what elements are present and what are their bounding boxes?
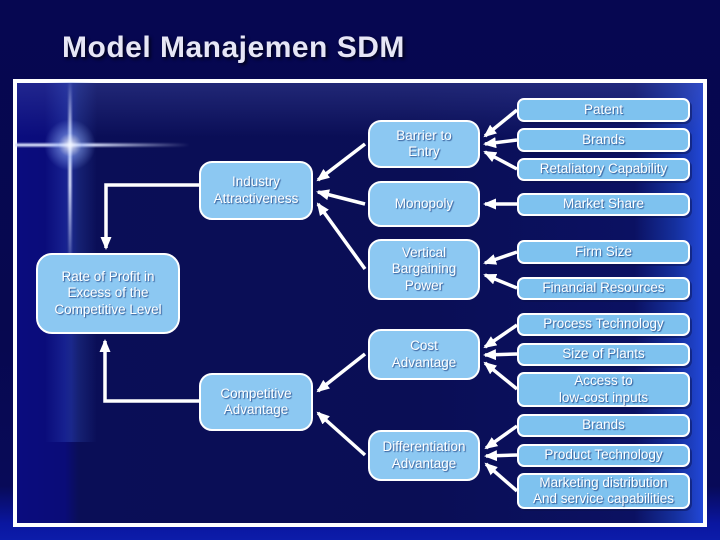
node-firm-size: Firm Size <box>517 240 690 264</box>
light-flare-glow <box>44 119 96 171</box>
node-brands-differentiation: Brands <box>517 414 690 437</box>
node-financial-resources: Financial Resources <box>517 277 690 300</box>
node-barrier-to-entry: Barrier to Entry <box>368 120 480 168</box>
node-product-technology: Product Technology <box>517 444 690 467</box>
light-flare-vertical-beam <box>67 78 73 273</box>
node-size-of-plants: Size of Plants <box>517 343 690 366</box>
node-competitive-advantage: Competitive Advantage <box>199 373 313 431</box>
node-retaliatory-capability: Retaliatory Capability <box>517 158 690 181</box>
node-marketing-distribution: Marketing distribution And service capab… <box>517 473 690 509</box>
node-industry-attractiveness: Industry Attractiveness <box>199 161 313 220</box>
node-market-share: Market Share <box>517 193 690 216</box>
node-vertical-bargaining-power: Vertical Bargaining Power <box>368 239 480 300</box>
node-monopoly: Monopoly <box>368 181 480 227</box>
light-flare-horizontal-beam <box>15 142 190 148</box>
node-brands-entry: Brands <box>517 128 690 152</box>
node-rate-of-profit: Rate of Profit in Excess of the Competit… <box>36 253 180 334</box>
node-access-to-low-cost-inputs: Access to low-cost inputs <box>517 372 690 407</box>
page-title: Model Manajemen SDM <box>62 31 405 64</box>
node-patent: Patent <box>517 98 690 122</box>
node-differentiation-advantage: Differentiation Advantage <box>368 430 480 481</box>
node-process-technology: Process Technology <box>517 313 690 336</box>
node-cost-advantage: Cost Advantage <box>368 329 480 380</box>
